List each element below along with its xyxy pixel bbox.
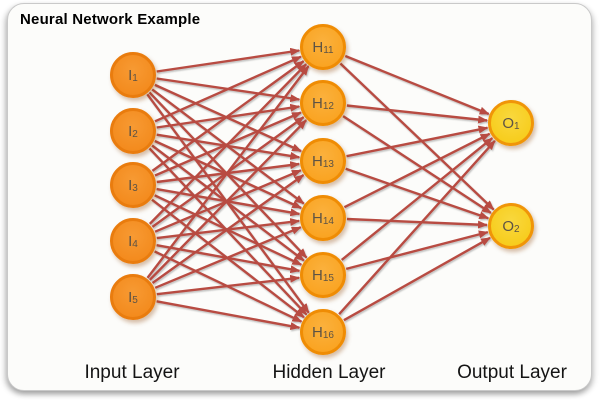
node-label-subscript: 5	[132, 295, 138, 306]
layer-label-input: Input Layer	[84, 362, 180, 383]
node-label: O	[502, 217, 515, 235]
node-label-subscript: 16	[322, 330, 334, 341]
node-label-subscript: 2	[132, 129, 138, 140]
diagram-title: Neural Network Example	[20, 11, 201, 28]
node-label-subscript: 2	[514, 224, 520, 235]
node-label-subscript: 14	[322, 216, 334, 227]
node-label: I	[128, 122, 133, 140]
node-label: H	[312, 209, 323, 227]
node-label-subscript: 4	[132, 239, 138, 250]
node-label: H	[312, 38, 324, 56]
node-label: I	[128, 176, 133, 194]
node-label: H	[312, 266, 323, 284]
node-label: I	[128, 232, 133, 250]
node-label: H	[312, 94, 323, 112]
node-label-subscript: 3	[132, 183, 138, 194]
node-label-subscript: 13	[322, 159, 334, 170]
node-label-subscript: 1	[132, 73, 138, 84]
node-label: I	[128, 66, 133, 84]
node-label: I	[128, 288, 133, 306]
layer-label-hidden: Hidden Layer	[272, 362, 386, 383]
node-label: H	[312, 152, 323, 170]
node-label-subscript: 12	[322, 101, 334, 112]
node-label: O	[502, 114, 515, 132]
node-label-subscript: 1	[514, 121, 520, 132]
node-label: H	[312, 323, 323, 341]
node-label-subscript: 15	[322, 273, 334, 284]
layer-label-output: Output Layer	[457, 362, 567, 383]
node-label-subscript: 11	[323, 45, 334, 56]
